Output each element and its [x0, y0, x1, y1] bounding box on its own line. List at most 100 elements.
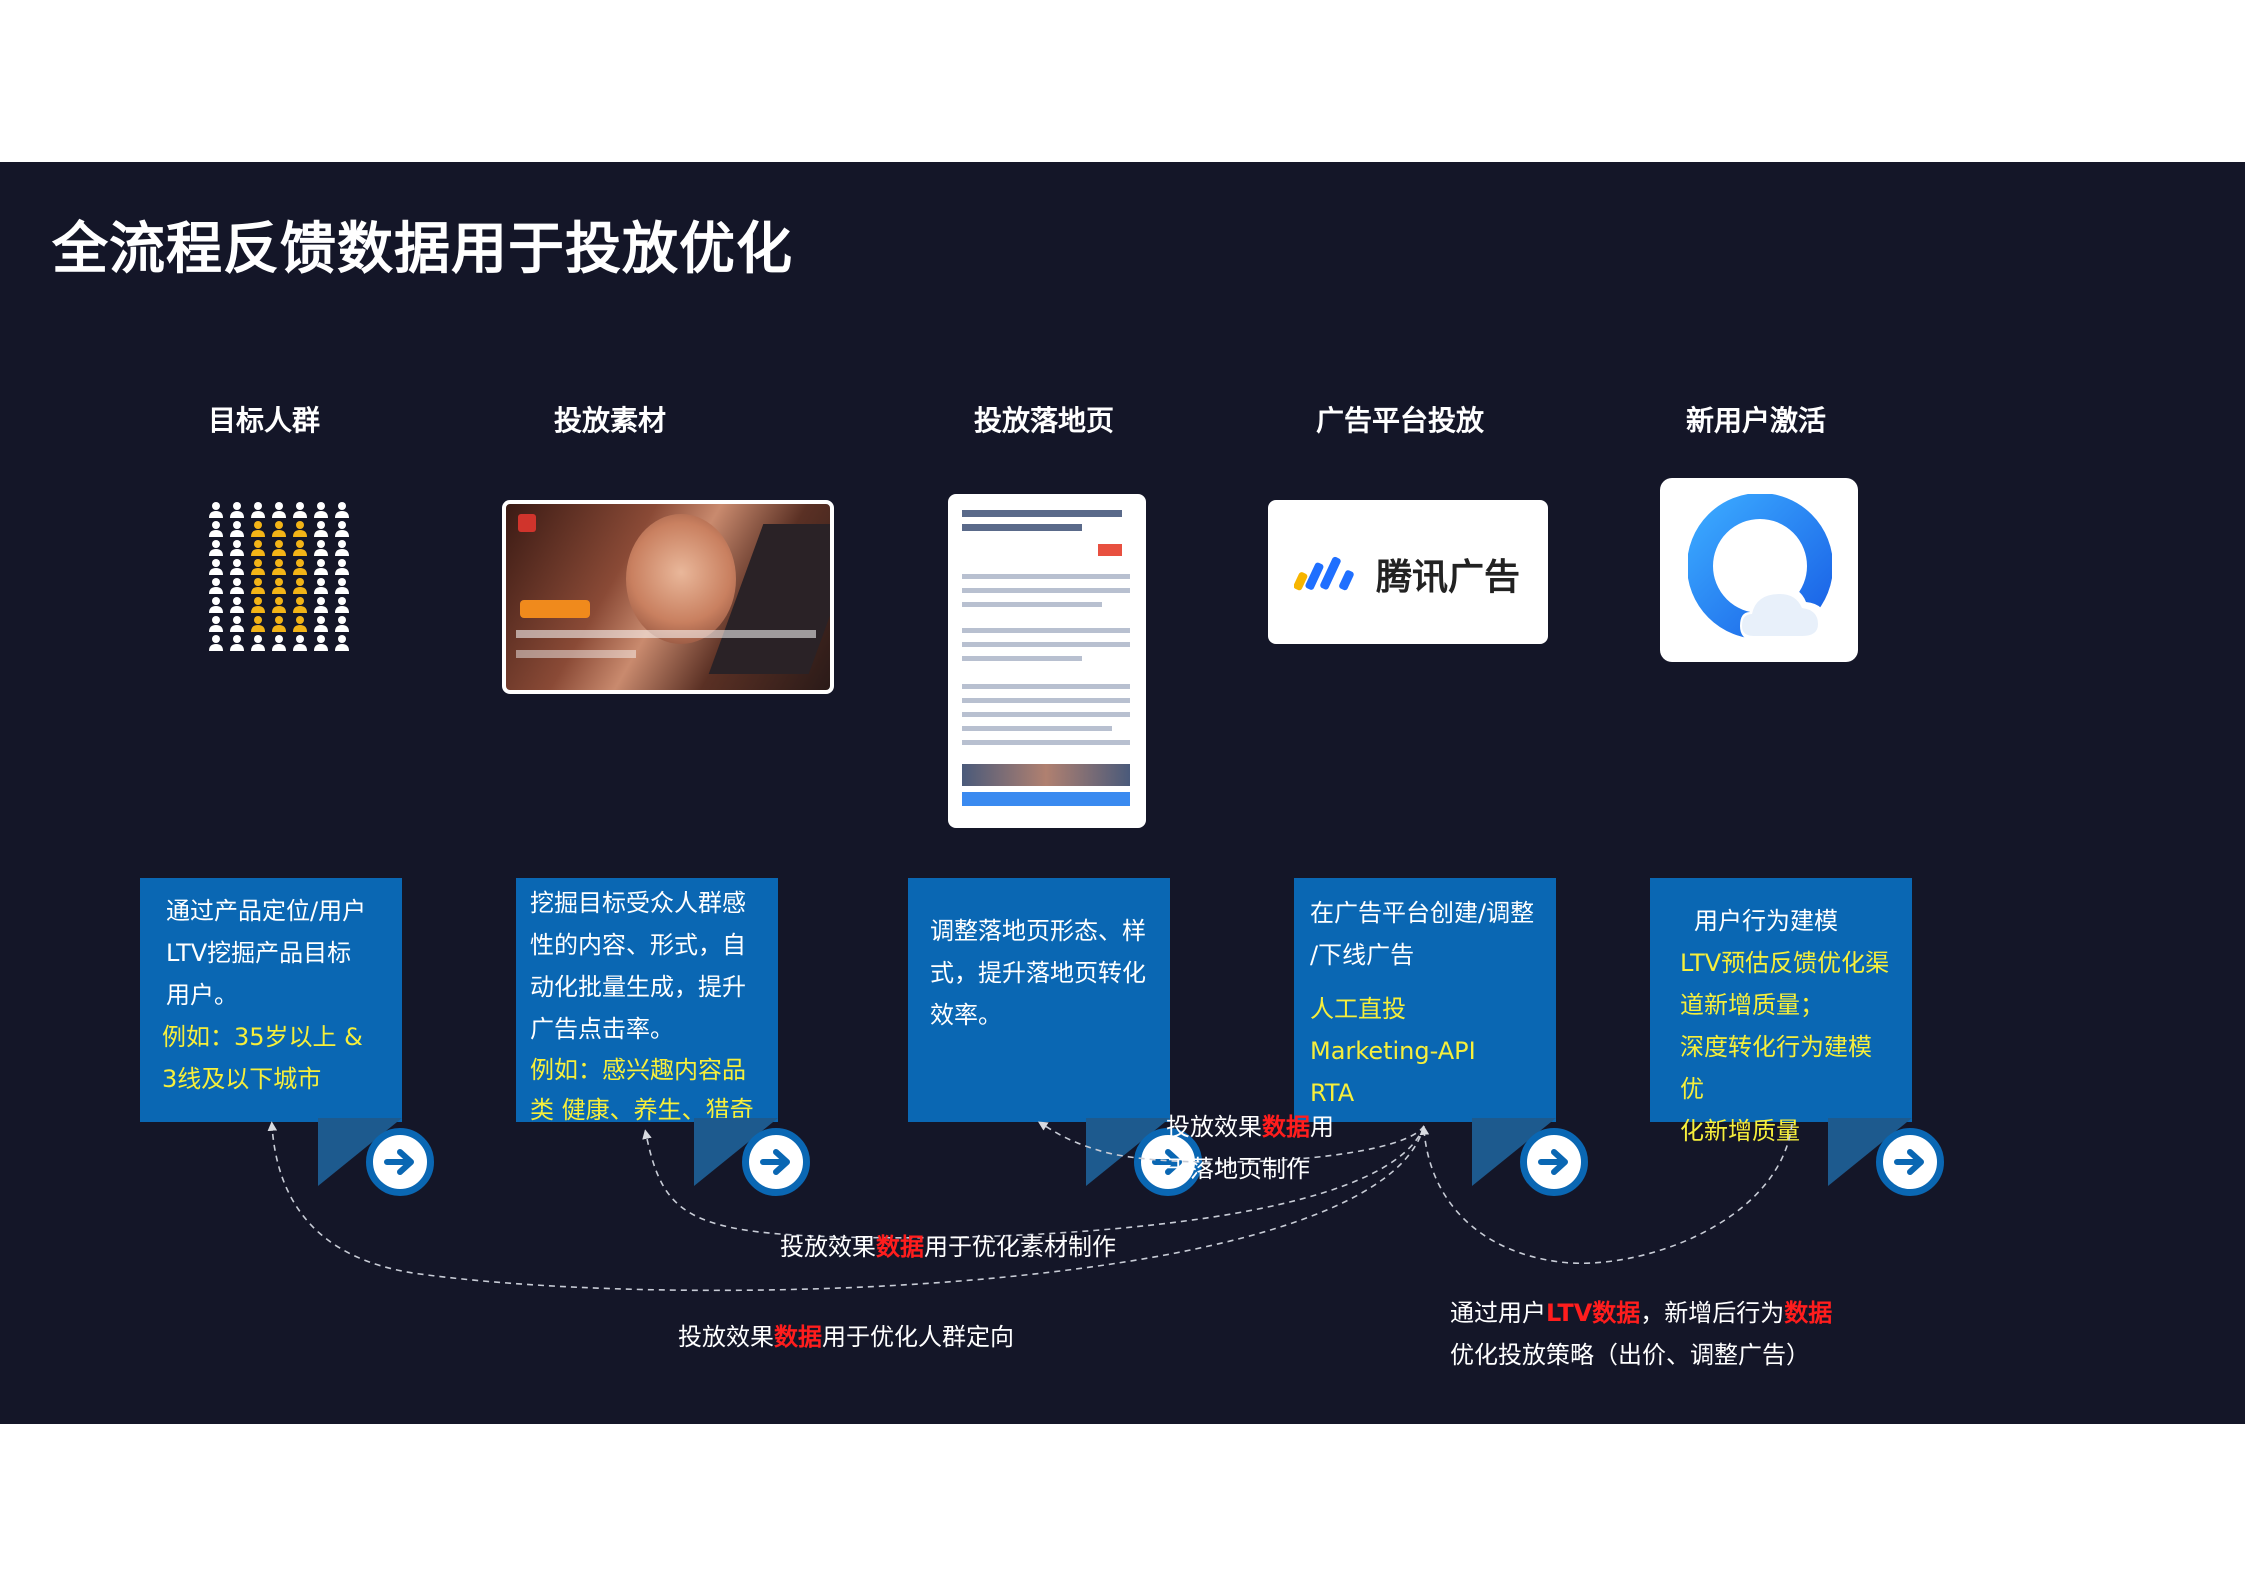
feedback-arcs: [267, 1121, 1793, 1292]
person-icon: [293, 530, 307, 537]
stage-label-ad-platform: 广告平台投放: [1315, 404, 1484, 437]
card-text: 用户行为建模: [1694, 907, 1838, 935]
person-icon: [212, 559, 220, 567]
card-text: LTV挖掘产品目标: [166, 939, 352, 967]
person-icon: [272, 511, 286, 518]
card-text: 式，提升落地页转化: [930, 959, 1146, 987]
person-icon: [233, 597, 241, 605]
person-icon: [317, 502, 325, 510]
note-text: 投放效果: [780, 1233, 876, 1261]
person-icon: [233, 540, 241, 548]
arc-to-landing-page: [1037, 1121, 1425, 1163]
person-icon: [209, 606, 223, 613]
person-icon: [293, 511, 307, 518]
person-icon: [296, 502, 304, 510]
person-icon: [293, 549, 307, 556]
person-icon: [338, 502, 346, 510]
card-text: 性的内容、形式，自: [530, 931, 746, 959]
step-card-ad-platform: 在广告平台创建/调整 /下线广告 人工直投 Marketing-API RTA: [1294, 878, 1556, 1122]
person-icon: [272, 644, 286, 651]
tencent-ads-mark-icon: [1294, 556, 1354, 591]
person-icon: [338, 578, 346, 586]
person-icon: [296, 559, 304, 567]
person-icon: [233, 559, 241, 567]
person-icon: [233, 616, 241, 624]
person-icon: [314, 549, 328, 556]
person-icon: [314, 511, 328, 518]
person-icon: [275, 578, 283, 586]
step-card-creative: 挖掘目标受众人群感 性的内容、形式，自 动化批量生成，提升 广告点击率。 例如：…: [516, 878, 778, 1124]
person-icon: [335, 606, 349, 613]
arc-to-target-audience: [267, 1121, 1425, 1292]
person-icon: [338, 616, 346, 624]
person-icon: [230, 644, 244, 651]
person-icon: [317, 540, 325, 548]
card-example: 化新增质量: [1680, 1117, 1800, 1145]
note-text: 投放效果: [678, 1323, 774, 1351]
person-icon: [212, 521, 220, 529]
person-icon: [251, 549, 265, 556]
person-icon: [254, 521, 262, 529]
person-icon: [314, 625, 328, 632]
person-icon: [251, 644, 265, 651]
person-icon: [233, 521, 241, 529]
card-text: 通过产品定位/用户: [166, 897, 367, 925]
person-icon: [296, 635, 304, 643]
tencent-ads-text: 腾讯广告: [1376, 557, 1521, 598]
next-arrow-icon: [366, 1128, 434, 1196]
next-arrow-icon: [742, 1128, 810, 1196]
step-card-activation: 用户行为建模 LTV预估反馈优化渠 道新增质量； 深度转化行为建模优 化新增质量: [1650, 878, 1912, 1145]
person-icon: [293, 587, 307, 594]
person-icon: [275, 616, 283, 624]
card-text: 调整落地页形态、样: [930, 917, 1146, 945]
person-icon: [335, 587, 349, 594]
card-text: 在广告平台创建/调整: [1310, 899, 1535, 927]
note-text: 用于优化人群定向: [822, 1323, 1014, 1351]
person-icon: [209, 530, 223, 537]
person-icon: [317, 635, 325, 643]
person-icon: [275, 597, 283, 605]
person-icon: [296, 578, 304, 586]
feedback-note-strategy: 通过用户LTV数据，新增后行为数据 优化投放策略（出价、调整广告）: [1450, 1292, 1832, 1376]
person-icon: [275, 635, 283, 643]
note-text: 优化投放策略（出价、调整广告）: [1450, 1341, 1810, 1369]
people-grid-icon: [209, 502, 349, 651]
person-icon: [293, 625, 307, 632]
stage-label-activation: 新用户激活: [1685, 404, 1826, 437]
person-icon: [233, 502, 241, 510]
person-icon: [275, 540, 283, 548]
person-icon: [209, 644, 223, 651]
person-icon: [314, 644, 328, 651]
card-text: 动化批量生成，提升: [530, 973, 746, 1001]
card-method: Marketing-API: [1310, 1037, 1476, 1065]
person-icon: [338, 559, 346, 567]
person-icon: [293, 606, 307, 613]
person-icon: [272, 530, 286, 537]
qq-browser-app-icon: [1660, 478, 1858, 662]
card-text: /下线广告: [1310, 941, 1415, 969]
card-text: 用户。: [166, 981, 238, 1009]
person-icon: [254, 635, 262, 643]
person-icon: [209, 568, 223, 575]
card-example: 道新增质量；: [1680, 991, 1824, 1019]
person-icon: [230, 511, 244, 518]
note-highlight: 数据: [1784, 1299, 1833, 1327]
person-icon: [338, 521, 346, 529]
note-highlight: 数据: [1262, 1113, 1310, 1141]
person-icon: [275, 521, 283, 529]
person-icon: [251, 568, 265, 575]
person-icon: [272, 625, 286, 632]
card-example: 例如：35岁以上 &: [162, 1023, 363, 1051]
card-example: 例如：感兴趣内容品: [530, 1056, 746, 1084]
person-icon: [230, 625, 244, 632]
note-highlight: 数据: [876, 1233, 924, 1261]
person-icon: [317, 521, 325, 529]
card-method: RTA: [1310, 1079, 1355, 1107]
person-icon: [254, 502, 262, 510]
note-text: 用: [1310, 1113, 1334, 1141]
person-icon: [335, 549, 349, 556]
person-icon: [335, 644, 349, 651]
person-icon: [296, 616, 304, 624]
person-icon: [317, 616, 325, 624]
person-icon: [272, 549, 286, 556]
